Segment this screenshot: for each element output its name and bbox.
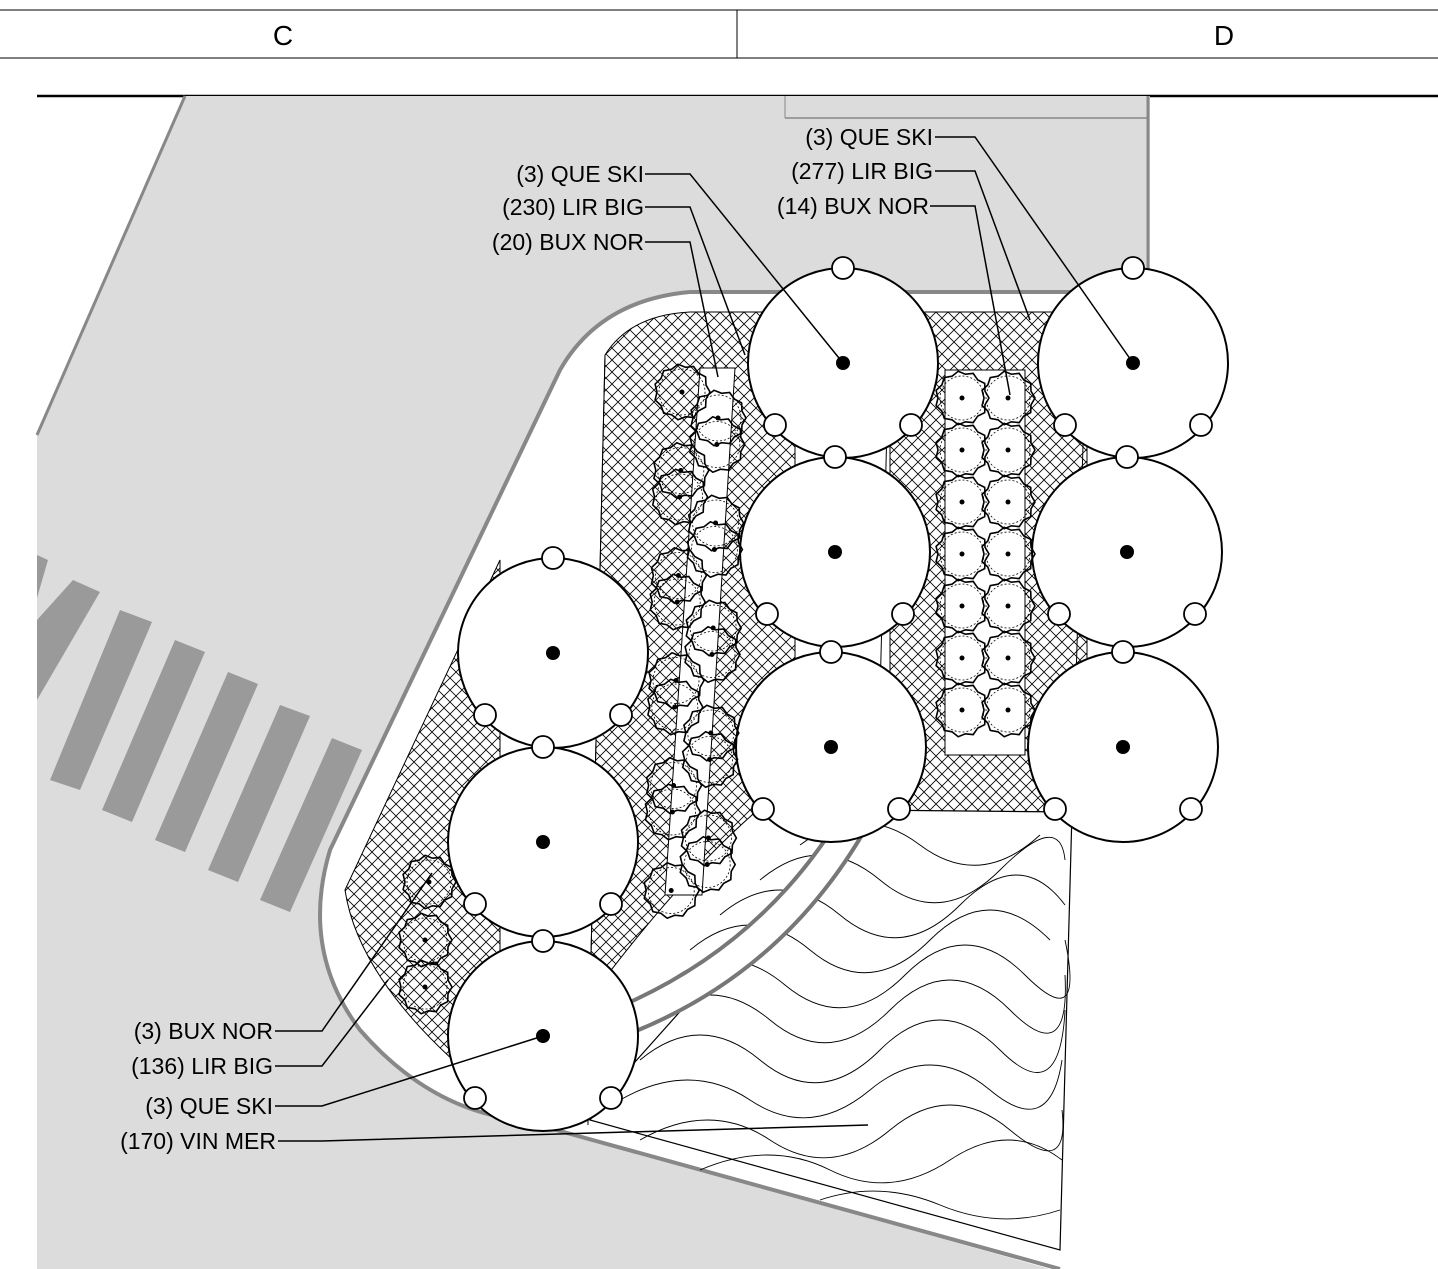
paving-area xyxy=(35,95,1150,1269)
shrub-symbol xyxy=(644,783,702,841)
shrub-symbol xyxy=(981,474,1036,530)
bux-nor-shrubs xyxy=(398,363,1036,1015)
que-ski-trees xyxy=(447,256,1229,1132)
tree-symbol xyxy=(447,735,639,938)
grid-column-c: C xyxy=(273,20,293,51)
grid-header: C D xyxy=(0,9,1438,59)
label-bux-nor-top-right: (14) BUX NOR xyxy=(777,193,929,219)
shrub-symbol xyxy=(981,630,1036,686)
shrub-symbol xyxy=(981,526,1036,582)
tree-symbol xyxy=(1031,445,1223,648)
shrub-symbol xyxy=(681,730,739,789)
label-lir-big-top-right: (277) LIR BIG xyxy=(791,158,933,184)
grid-column-d: D xyxy=(1214,20,1234,51)
tree-symbol xyxy=(457,546,649,749)
shrub-symbol xyxy=(981,682,1036,738)
shrub-symbol xyxy=(981,578,1036,634)
parking-stripes xyxy=(37,555,362,912)
label-lir-big-top-left: (230) LIR BIG xyxy=(502,194,644,220)
shrub-symbol xyxy=(402,854,457,910)
label-bux-nor-top-left: (20) BUX NOR xyxy=(492,229,644,255)
tree-symbol xyxy=(1027,640,1219,843)
shrub-symbol xyxy=(981,370,1036,426)
label-que-ski-top-left: (3) QUE SKI xyxy=(516,161,644,187)
shrub-symbol xyxy=(679,835,737,894)
shrub-symbol xyxy=(689,415,746,474)
shrub-symbol xyxy=(684,625,741,684)
shrub-symbol xyxy=(654,363,711,421)
tree-symbol xyxy=(735,640,927,843)
label-que-ski-bottom: (3) QUE SKI xyxy=(145,1093,273,1119)
shrub-symbol xyxy=(398,912,453,968)
tree-symbol xyxy=(739,445,931,648)
shrub-symbol xyxy=(398,959,453,1015)
shrub-symbol xyxy=(649,573,707,631)
label-lir-big-bottom: (136) LIR BIG xyxy=(131,1053,273,1079)
plant-labels: (3) QUE SKI (230) LIR BIG (20) BUX NOR (… xyxy=(120,124,933,1154)
label-que-ski-top-right: (3) QUE SKI xyxy=(805,124,933,150)
label-vin-mer-bottom: (170) VIN MER xyxy=(120,1128,276,1154)
label-bux-nor-bottom: (3) BUX NOR xyxy=(134,1018,273,1044)
shrub-symbol xyxy=(651,468,709,526)
leader-lines xyxy=(275,136,1134,1142)
shrub-symbol xyxy=(647,678,704,736)
shrub-symbol xyxy=(686,520,744,579)
shrub-symbol xyxy=(981,422,1036,478)
